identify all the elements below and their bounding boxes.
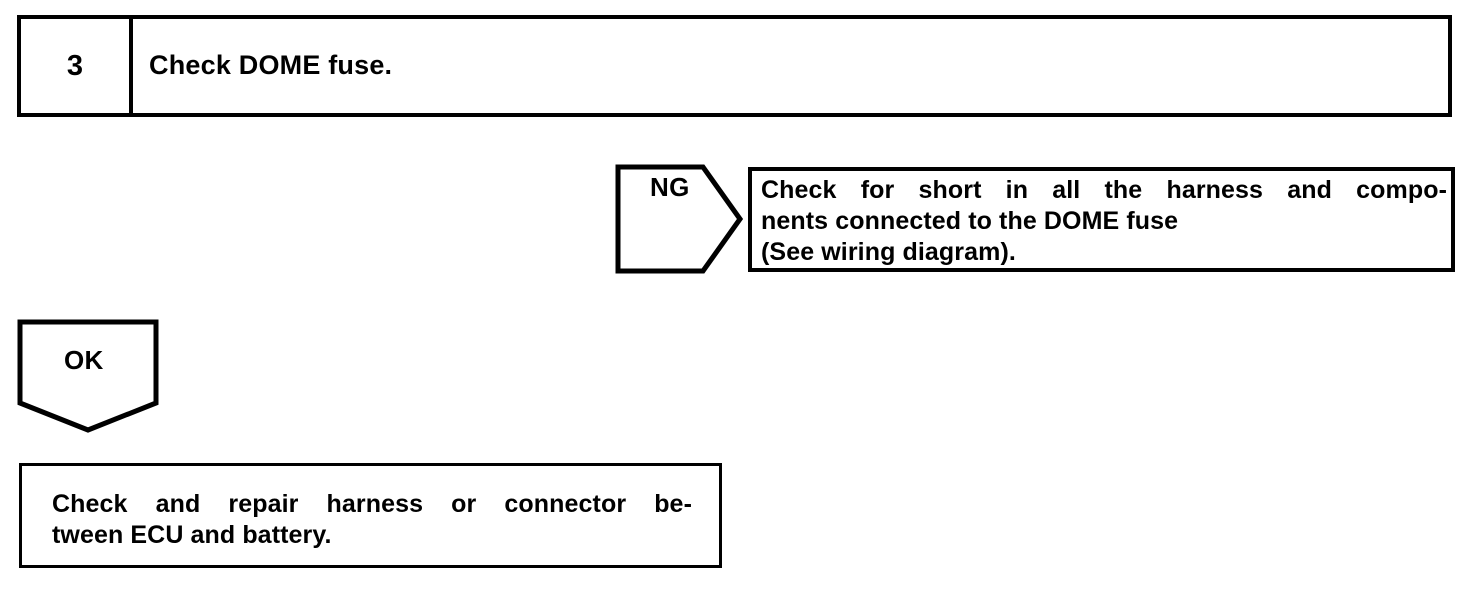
ok-result-text: Check and repair harness or connector be… [52, 489, 692, 551]
ng-arrow-pentagon [615, 164, 743, 274]
ng-result-line-1: Check for short in all the harness and c… [761, 176, 1447, 204]
step-number: 3 [66, 49, 84, 82]
ng-result-line-3: (See wiring diagram). [761, 238, 1016, 266]
ok-branch-label: OK [64, 345, 104, 375]
ok-result-line-1: Check and repair harness or connector be… [52, 490, 692, 518]
step-title: Check DOME fuse. [149, 50, 393, 80]
ng-result-line-2: nents connected to the DOME fuse [761, 207, 1179, 235]
ok-result-line-2: tween ECU and battery. [52, 521, 332, 549]
ng-branch-label: NG [650, 172, 690, 202]
ok-arrow-pentagon [17, 319, 159, 433]
step-box: 3 Check DOME fuse. [17, 15, 1452, 117]
step-number-cell: 3 [21, 19, 133, 113]
ok-result-box: Check and repair harness or connector be… [19, 463, 722, 568]
ng-result-text: Check for short in all the harness and c… [761, 175, 1447, 268]
ng-result-box: Check for short in all the harness and c… [748, 167, 1455, 272]
